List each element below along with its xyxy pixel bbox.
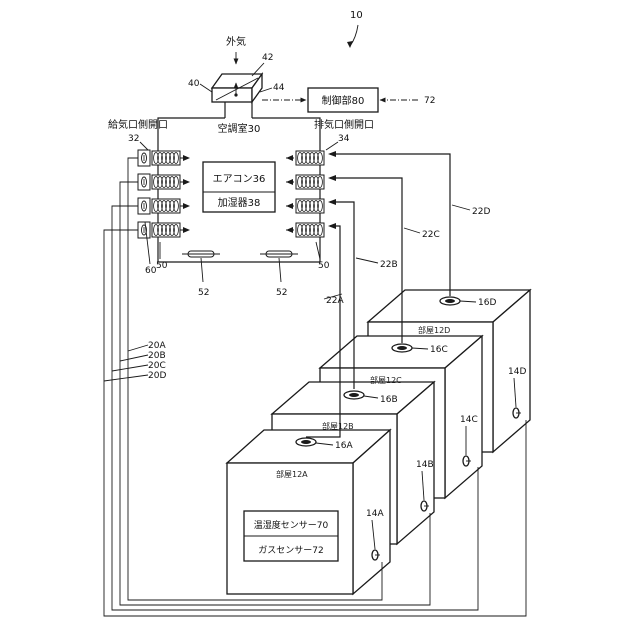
figure-number: 10 [350, 10, 363, 21]
exhaust-fan-unit [286, 175, 324, 189]
vent-16A-label: 16A [335, 441, 353, 451]
heater-right [260, 251, 298, 257]
aircon-label: エアコン36 [213, 174, 266, 185]
duct-22C-leader [404, 228, 420, 233]
supply-fan-unit [138, 198, 190, 214]
exhaust-side-number: 34 [338, 134, 350, 144]
exhaust-fan-group [286, 151, 324, 237]
room-12A-name: 部屋12A [276, 469, 308, 479]
duct-20C-leader [112, 365, 148, 371]
exhaust-fan-unit [286, 223, 324, 237]
duct-20D-label: 20D [148, 371, 166, 381]
duct-20A-leader [128, 345, 148, 351]
duct-20B-label: 20B [148, 351, 166, 361]
duct-22D-leader [452, 205, 470, 210]
controller-input-label: 72 [424, 96, 435, 106]
sensor-14D-label: 14D [508, 367, 526, 377]
supply-fan-unit [138, 174, 190, 190]
vent-16C [392, 344, 412, 352]
supply-side-leader [140, 142, 148, 150]
temp-humidity-sensor-label: 温湿度センサー70 [254, 519, 329, 531]
room-12C-name: 部屋12C [370, 375, 402, 385]
vent-16B-label: 16B [380, 395, 398, 405]
vent-16D-label: 16D [478, 298, 496, 308]
heater-left-label: 52 [198, 288, 209, 298]
duct-20A-label: 20A [148, 341, 166, 351]
label-50-right: 50 [318, 261, 330, 271]
duct-22C-label: 22C [422, 230, 440, 240]
gas-sensor-label: ガスセンサー72 [258, 545, 323, 556]
duct-20D-leader [104, 375, 148, 381]
damper-leader-40 [200, 84, 212, 92]
vent-16C-label: 16C [430, 345, 448, 355]
supply-side-label: 給気口側開口 [108, 118, 168, 131]
damper [212, 74, 262, 102]
exhaust-side-label: 排気口側開口 [314, 118, 374, 131]
damper-label-42: 42 [262, 53, 273, 63]
sensor-14A-label: 14A [366, 509, 384, 519]
sensor-14C-label: 14C [460, 415, 478, 425]
controller-label: 制御部80 [322, 94, 365, 107]
outside-air-label: 外気 [226, 35, 246, 48]
label-50-left: 50 [156, 261, 168, 271]
damper-label-40: 40 [188, 79, 200, 89]
label-60: 60 [145, 266, 157, 276]
vent-16A [296, 438, 316, 446]
duct-22B-label: 22B [380, 260, 398, 270]
ac-room-label: 空調室30 [218, 122, 261, 135]
supply-fan-group [138, 150, 190, 238]
sensor-14B-label: 14B [416, 460, 434, 470]
duct-20C-label: 20C [148, 361, 166, 371]
exhaust-fan-unit [286, 199, 324, 213]
room-12B-name: 部屋12B [322, 421, 354, 431]
heater-right-label: 52 [276, 288, 287, 298]
exhaust-side-leader [326, 142, 338, 150]
supply-fan-unit [138, 150, 190, 166]
supply-side-number: 32 [128, 134, 139, 144]
duct-22B-leader [356, 258, 378, 263]
vent-16B [344, 391, 364, 399]
damper-label-44: 44 [273, 83, 285, 93]
room-12D-name: 部屋12D [418, 325, 450, 335]
heater-left [182, 251, 220, 257]
figure-number-arrowhead [347, 41, 353, 48]
exhaust-fan-unit [286, 151, 324, 165]
vent-16D [440, 297, 460, 305]
duct-20B-leader [120, 355, 148, 361]
duct-22D-label: 22D [472, 207, 490, 217]
exhaust-duct-22D [328, 151, 450, 296]
humidifier-label: 加湿器38 [218, 197, 261, 209]
